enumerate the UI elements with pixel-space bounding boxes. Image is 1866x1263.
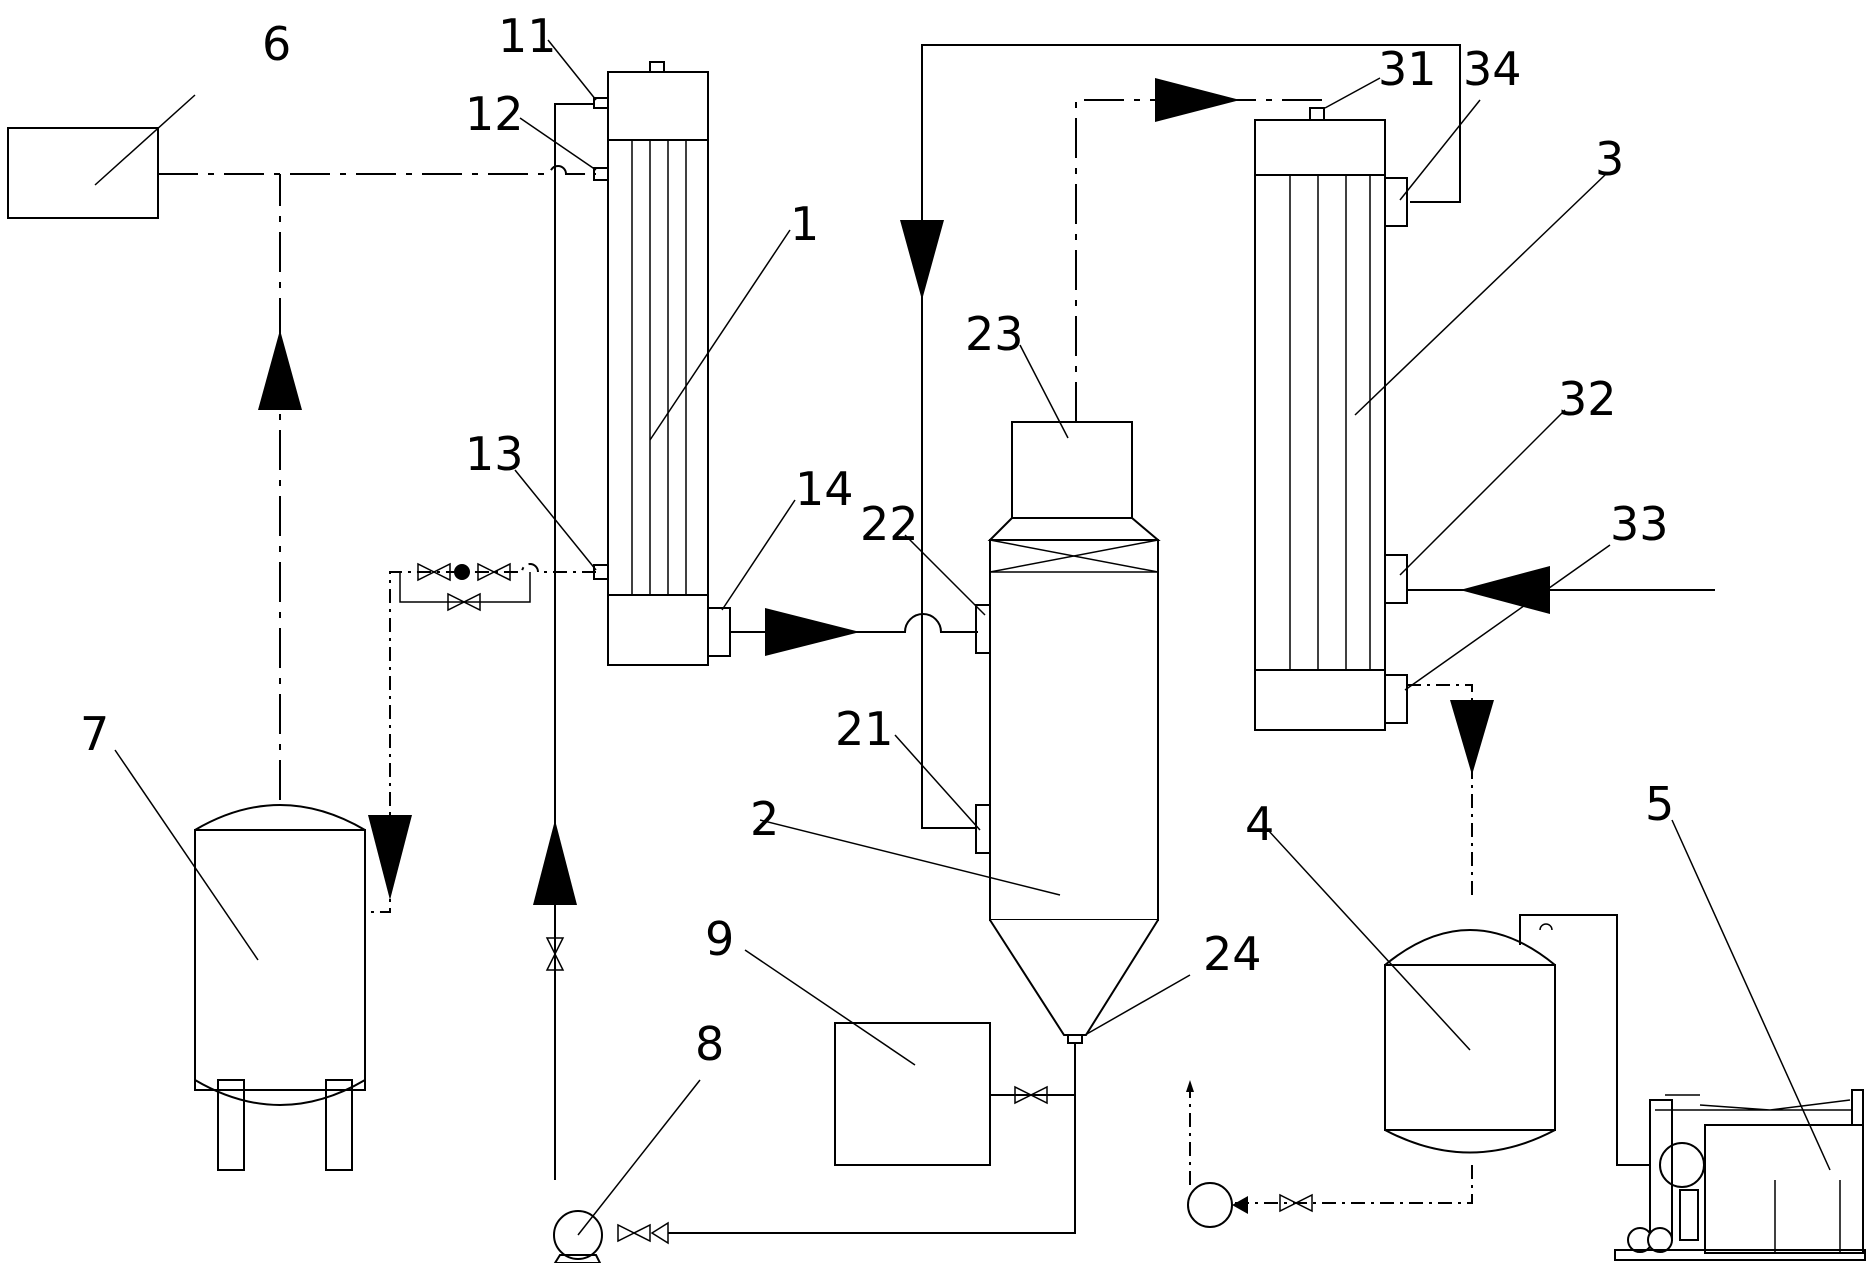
line-23-to-31 — [1075, 99, 1323, 422]
line-9-to-24 — [990, 1043, 1076, 1096]
leader-3 — [1354, 174, 1606, 416]
vent-4 — [1539, 923, 1553, 931]
leader-9 — [744, 949, 916, 1066]
unit-6-box — [7, 127, 159, 219]
leader-5 — [1671, 819, 1831, 1171]
label-21: 21 — [835, 702, 894, 756]
arrow-right-14 — [765, 608, 860, 656]
pump-lower-right — [1187, 1182, 1248, 1228]
arrow-up-7 — [258, 330, 302, 410]
line-4-to-pump — [1220, 1165, 1473, 1204]
valve-8 — [617, 1223, 651, 1243]
arrow-left-32 — [1460, 566, 1550, 614]
heat-exchanger-3 — [1254, 107, 1408, 731]
leader-12 — [519, 117, 597, 171]
label-12: 12 — [465, 87, 524, 141]
label-14: 14 — [795, 462, 854, 516]
label-34: 34 — [1463, 42, 1522, 96]
arrow-up-8 — [533, 820, 577, 905]
tank-4 — [1384, 929, 1556, 1154]
valve-group — [417, 562, 511, 612]
leader-23 — [1019, 344, 1069, 439]
line-6-to-12 — [158, 165, 596, 175]
leader-31 — [1324, 77, 1381, 109]
valve-8-up — [545, 937, 565, 971]
unit-5 — [1614, 1089, 1866, 1261]
label-3: 3 — [1595, 132, 1624, 186]
leader-33 — [1404, 544, 1611, 691]
leader-6 — [94, 94, 196, 186]
tank-7 — [194, 804, 366, 1171]
unit-9-box — [834, 1022, 991, 1166]
line-8-to-11 — [554, 103, 594, 1180]
label-5: 5 — [1645, 777, 1674, 831]
leader-14 — [721, 499, 796, 611]
leader-24 — [1084, 974, 1191, 1036]
label-33: 33 — [1610, 497, 1669, 551]
leader-21 — [894, 734, 981, 831]
arrow-up-pump — [1186, 1080, 1194, 1092]
leader-32 — [1399, 409, 1566, 576]
leader-34 — [1399, 99, 1481, 201]
label-1: 1 — [790, 197, 819, 251]
label-11: 11 — [498, 9, 557, 63]
leader-7 — [114, 749, 259, 961]
label-13: 13 — [465, 427, 524, 481]
pump-8 — [553, 1210, 603, 1263]
leader-2 — [759, 819, 1061, 896]
label-22: 22 — [860, 497, 919, 551]
label-32: 32 — [1558, 372, 1617, 426]
reducer-8 — [650, 1221, 669, 1245]
label-8: 8 — [695, 1017, 724, 1071]
line-33-to-4 — [1407, 684, 1473, 900]
valve-9 — [1014, 1085, 1048, 1105]
line-34-to-21 — [921, 44, 1461, 829]
arrow-down-34 — [900, 220, 944, 300]
arrow-down-33 — [1450, 700, 1494, 775]
line-24-to-8 — [668, 1095, 1076, 1234]
leader-22 — [904, 534, 986, 616]
arrow-down-7 — [368, 815, 412, 900]
label-24: 24 — [1203, 927, 1262, 981]
leader-4 — [1267, 829, 1471, 1051]
evaporator-2 — [975, 421, 1161, 1044]
heat-exchanger-1 — [593, 61, 731, 666]
leader-1 — [649, 229, 791, 441]
label-7: 7 — [80, 707, 109, 761]
line-13-to-7 — [365, 563, 596, 913]
label-2: 2 — [750, 792, 779, 846]
arrow-right-23 — [1155, 78, 1240, 122]
label-31: 31 — [1378, 42, 1437, 96]
label-23: 23 — [965, 307, 1024, 361]
label-9: 9 — [705, 912, 734, 966]
leader-11 — [547, 39, 597, 101]
leader-8 — [577, 1079, 701, 1236]
label-6: 6 — [262, 17, 291, 71]
label-4: 4 — [1245, 797, 1274, 851]
line-4-to-5 — [1519, 914, 1650, 1166]
valve-4 — [1279, 1193, 1313, 1213]
